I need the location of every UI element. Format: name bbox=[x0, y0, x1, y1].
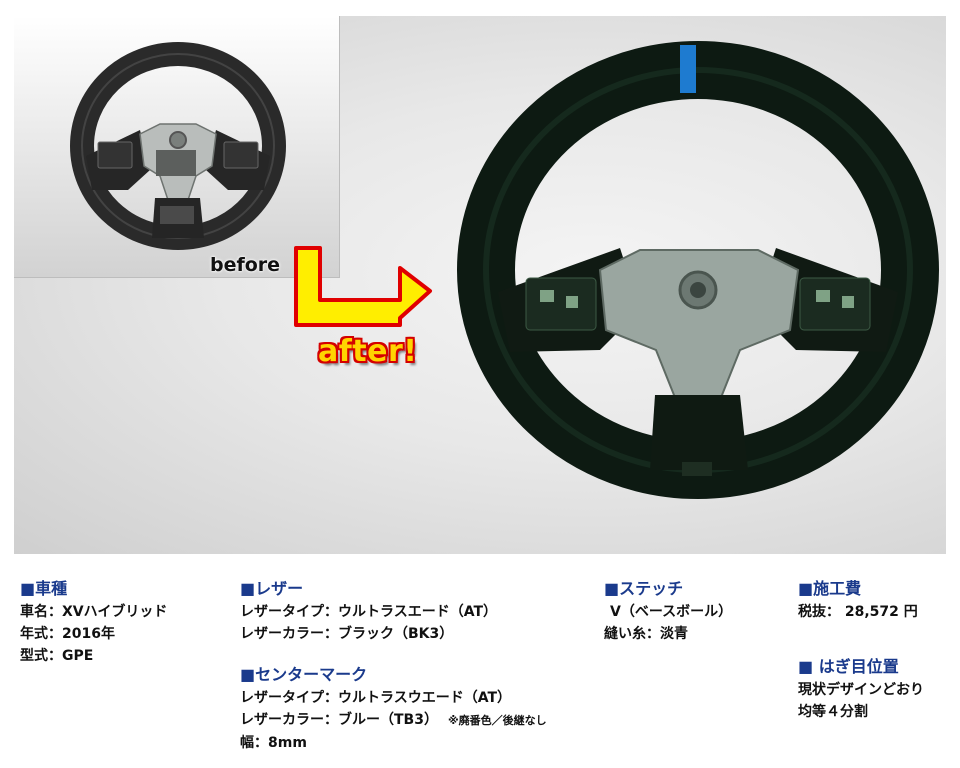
after-lower-spoke bbox=[650, 395, 748, 470]
leather-heading: ■レザー bbox=[240, 579, 304, 598]
center-mark-note: ※廃番色／後継なし bbox=[447, 714, 547, 727]
after-steering-wheel bbox=[457, 41, 939, 499]
before-steering-wheel bbox=[70, 42, 286, 250]
seam-line2: 均等４分割 bbox=[798, 704, 868, 720]
vehicle-year: 年式：2016年 bbox=[20, 626, 115, 642]
vehicle-model: 型式：GPE bbox=[20, 648, 94, 664]
leather-section: ■レザー レザータイプ：ウルトラスエード（AT） レザーカラー：ブラック（BK3… bbox=[240, 578, 497, 645]
leather-color: レザーカラー：ブラック（BK3） bbox=[240, 626, 454, 642]
seam-heading: ■ はぎ目位置 bbox=[798, 657, 899, 676]
center-mark-section: ■センターマーク レザータイプ：ウルトラスウエード（AT） レザーカラー：ブルー… bbox=[240, 664, 547, 754]
center-mark-color: レザーカラー：ブルー（TB3） bbox=[240, 712, 438, 728]
seam-line1: 現状デザインどおり bbox=[798, 682, 924, 698]
center-mark-type: レザータイプ：ウルトラスウエード（AT） bbox=[240, 690, 512, 706]
seam-section: ■ はぎ目位置 現状デザインどおり 均等４分割 bbox=[798, 656, 924, 723]
after-hub-frame bbox=[598, 249, 800, 401]
stitch-section: ■ステッチ V（ベースボール） 縫い糸：淡青 bbox=[604, 578, 732, 645]
after-label: after! bbox=[318, 334, 418, 369]
vehicle-name: 車名：XVハイブリッド bbox=[20, 604, 168, 620]
center-mark-heading: ■センターマーク bbox=[240, 665, 368, 684]
cost-heading: ■施工費 bbox=[798, 579, 862, 598]
vehicle-section: ■車種 車名：XVハイブリッド 年式：2016年 型式：GPE bbox=[20, 578, 167, 667]
stitch-thread: 縫い糸：淡青 bbox=[604, 626, 688, 642]
leather-type: レザータイプ：ウルトラスエード（AT） bbox=[240, 604, 498, 620]
cost-price: 税抜： 28,572 円 bbox=[798, 604, 918, 620]
stitch-style: V（ベースボール） bbox=[610, 604, 733, 620]
center-mark-width: 幅：8mm bbox=[240, 735, 307, 751]
before-label: before bbox=[210, 254, 281, 276]
arrow-icon bbox=[294, 246, 432, 327]
vehicle-heading: ■車種 bbox=[20, 579, 68, 598]
cost-section: ■施工費 税抜： 28,572 円 bbox=[798, 578, 918, 623]
stitch-heading: ■ステッチ bbox=[604, 579, 684, 598]
center-mark-stripe bbox=[680, 45, 696, 93]
